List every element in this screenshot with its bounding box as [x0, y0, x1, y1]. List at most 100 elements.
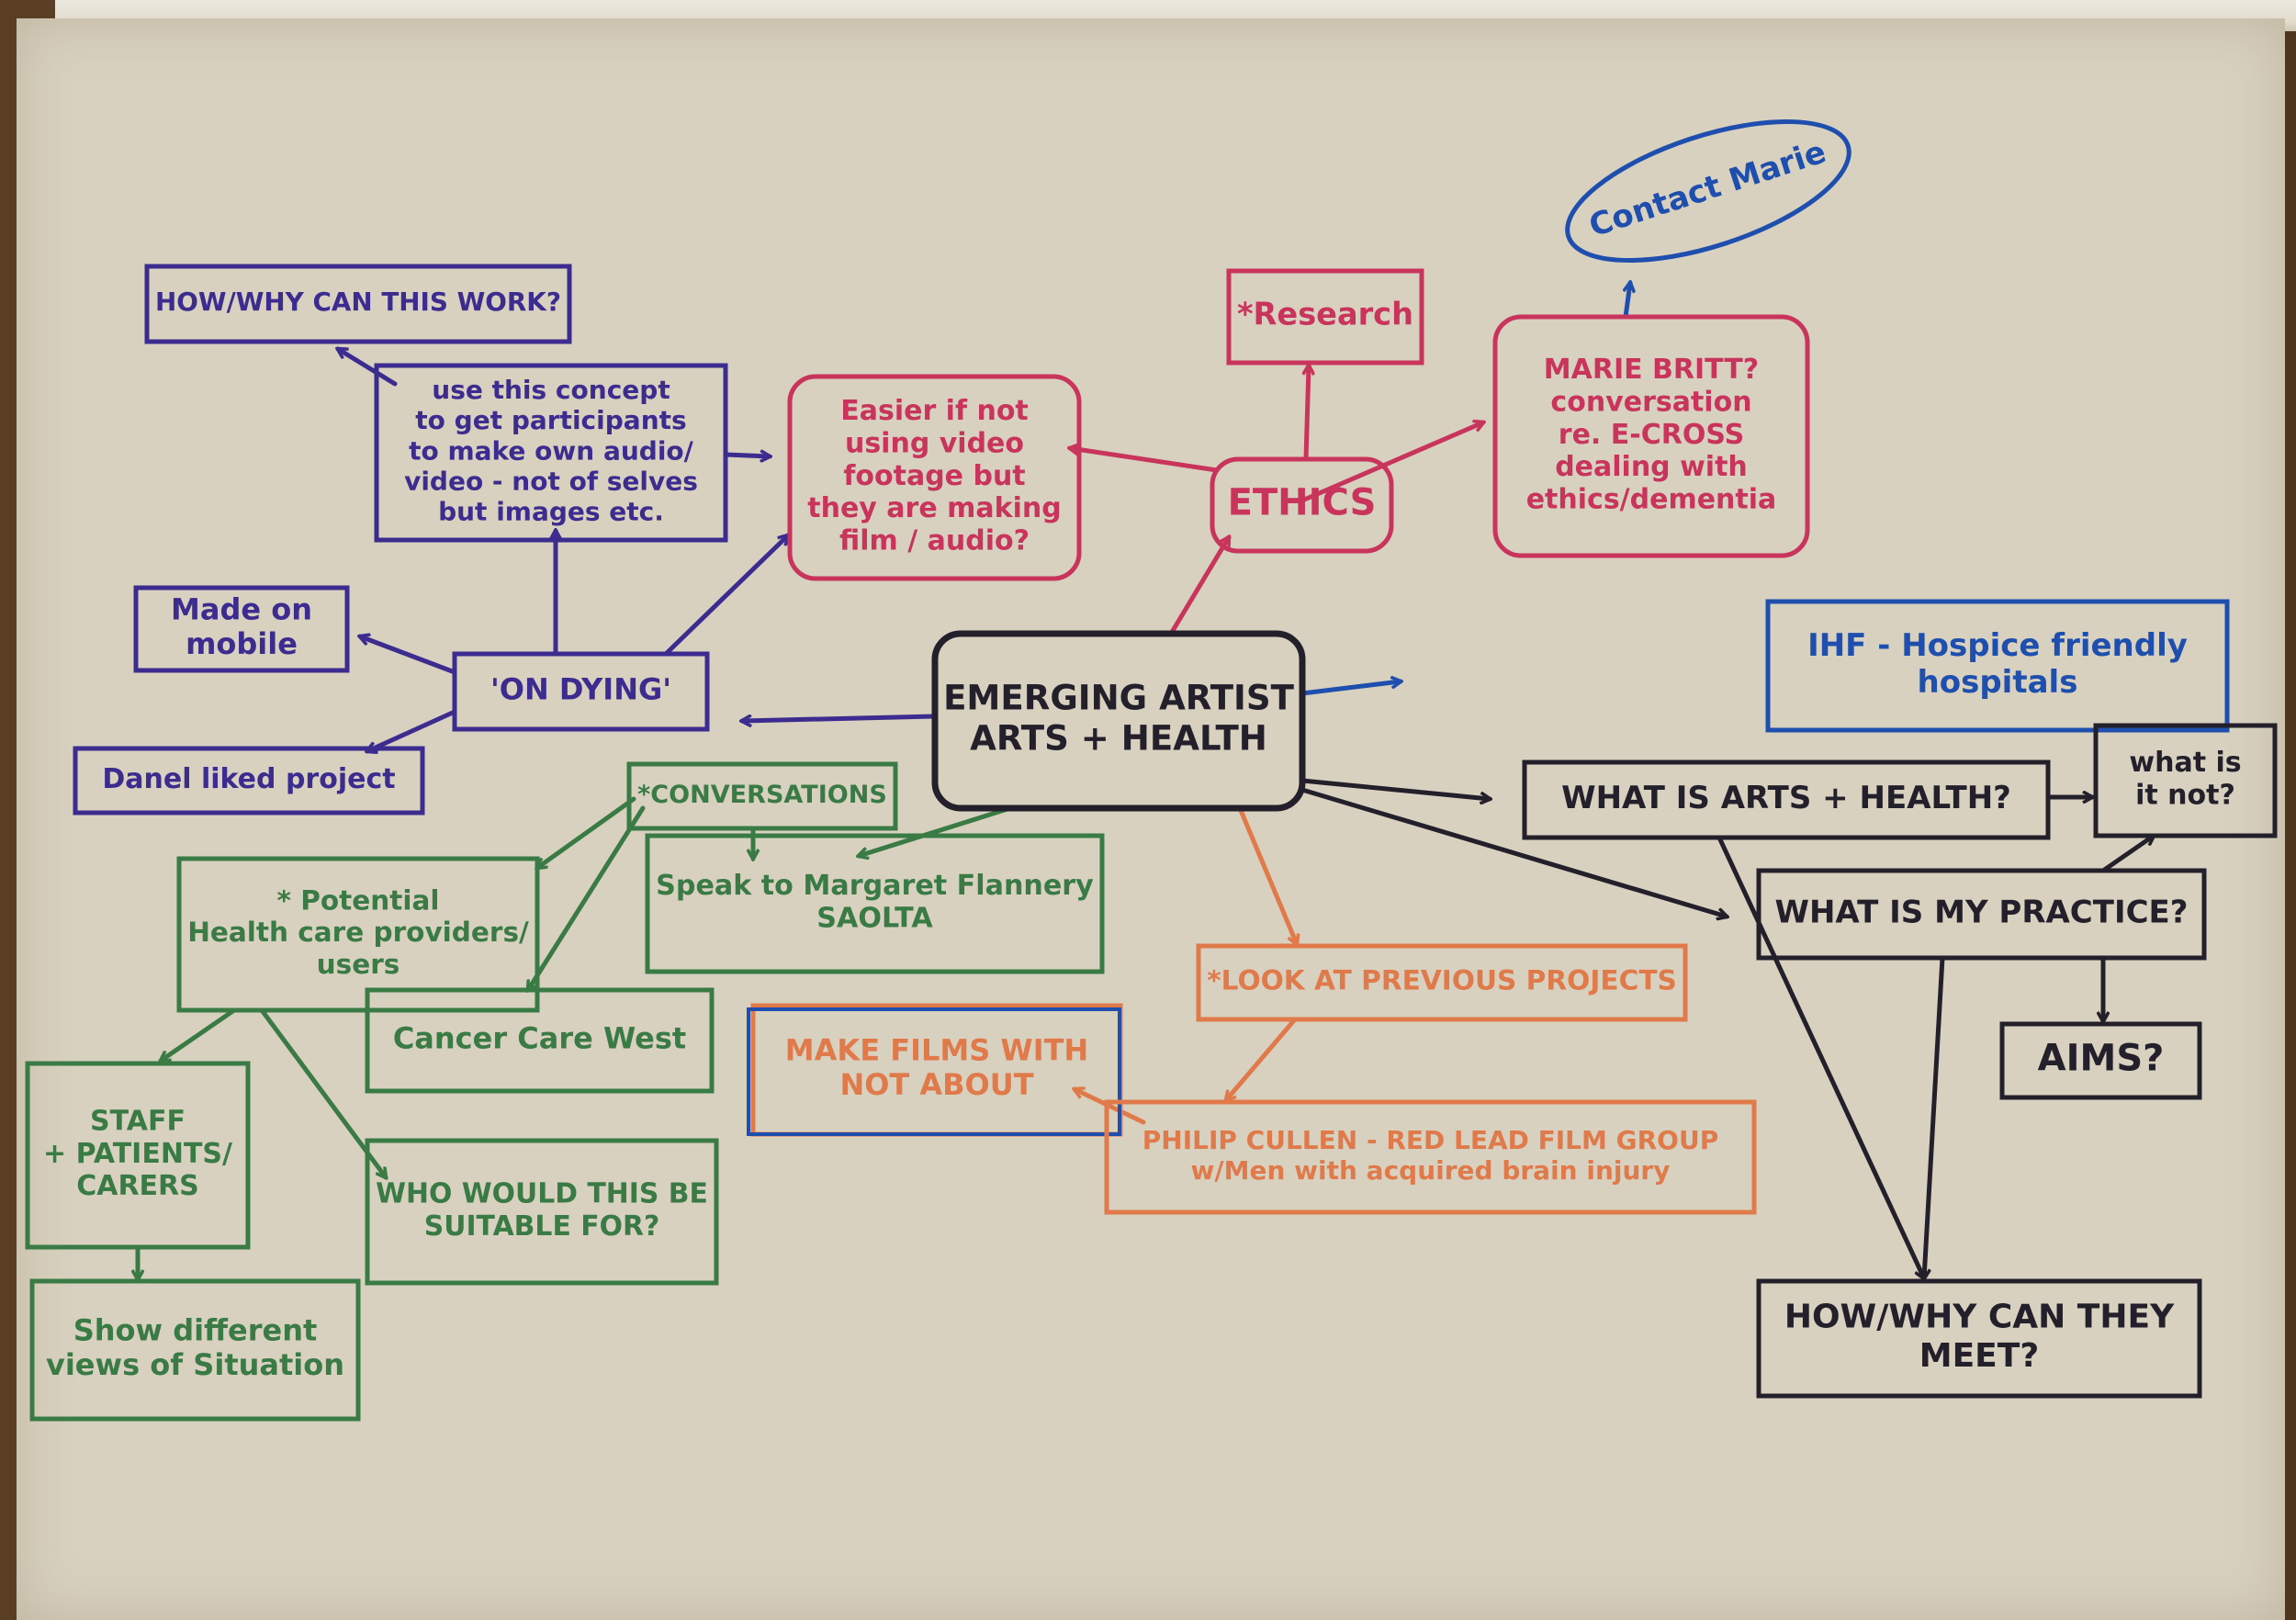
ihf-box — [1765, 599, 2230, 733]
show-views-line-2: views of Situation — [46, 1347, 344, 1382]
connector-arrow-15 — [1070, 448, 1220, 473]
potential-health-line-1: * Potential — [277, 884, 440, 916]
center-line-2: ARTS + HEALTH — [970, 719, 1267, 759]
staff-patients-line-2: + PATIENTS/ — [43, 1138, 232, 1170]
made-on-mobile-line-1: Made on — [171, 591, 312, 626]
connector-arrow-22 — [1924, 955, 1945, 1278]
look-previous-label: *LOOK AT PREVIOUS PROJECTS — [1207, 965, 1677, 996]
potential-health-line-3: users — [317, 949, 400, 980]
what-is-it-not-box — [2093, 723, 2278, 838]
ethics-box — [1210, 456, 1394, 554]
easier-if-not-line-4: they are making — [807, 492, 1061, 524]
on-dying-line-1: 'ON DYING' — [490, 671, 671, 706]
use-concept-line-2: to get participants — [415, 405, 686, 435]
easier-if-not-box — [787, 374, 1082, 581]
daniel-liked-box — [73, 746, 425, 816]
what-is-practice-box — [1756, 868, 2207, 961]
research-box — [1226, 268, 1424, 366]
marie-britt-line-1: MARIE BRITT? — [1544, 354, 1759, 386]
contact-marie-label: Contact Marie — [1585, 133, 1830, 244]
look-previous-line-1: *LOOK AT PREVIOUS PROJECTS — [1207, 965, 1677, 996]
use-concept-line-3: to make own audio/ — [409, 435, 694, 466]
speak-margaret-line-1: Speak to Margaret Flannery — [656, 870, 1094, 902]
speak-margaret-box — [645, 833, 1105, 974]
show-views-line-1: Show different — [73, 1312, 318, 1347]
philip-cullen-line-1: PHILIP CULLEN - RED LEAD FILM GROUP — [1142, 1125, 1718, 1155]
aims-line-1: AIMS? — [2038, 1037, 2165, 1079]
what-is-arts-line-1: WHAT IS ARTS + HEALTH? — [1561, 780, 2011, 816]
conversations-label: *CONVERSATIONS — [637, 781, 887, 809]
easier-if-not-line-5: film / audio? — [839, 525, 1030, 557]
connector-arrow-5 — [1168, 537, 1232, 636]
contact-marie-box — [1565, 118, 1851, 264]
daniel-liked-line-1: Danel liked project — [102, 763, 395, 795]
marie-britt-line-5: ethics/dementia — [1526, 484, 1777, 516]
daniel-liked-label: Danel liked project — [102, 763, 395, 795]
ethics-line-1: ETHICS — [1228, 481, 1377, 523]
made-on-mobile-box — [133, 585, 350, 673]
connector-arrow-10 — [367, 709, 457, 751]
philip-cullen-line-2: w/Men with acquired brain injury — [1191, 1155, 1671, 1186]
who-would-line-1: WHO WOULD THIS BE — [376, 1178, 708, 1210]
what-is-arts-box — [1522, 759, 2051, 840]
how-why-work-line-1: HOW/WHY CAN THIS WORK? — [155, 287, 561, 317]
paper-sheet — [17, 18, 2285, 1620]
connector-arrow-26 — [161, 1007, 237, 1061]
easier-if-not-line-2: using video — [845, 427, 1024, 459]
marie-britt-line-4: dealing with — [1555, 451, 1748, 483]
made-on-mobile-line-2: mobile — [186, 626, 298, 661]
what-is-practice-line-1: WHAT IS MY PRACTICE? — [1774, 894, 2188, 930]
connector-arrow-14 — [1300, 422, 1483, 503]
center-line-1: EMERGING ARTIST — [943, 679, 1295, 718]
what-is-it-not-line-2: it not? — [2135, 780, 2235, 812]
use-concept-line-1: use this concept — [432, 375, 670, 405]
make-films-line-2: NOT ABOUT — [839, 1067, 1033, 1102]
how-why-work-box — [144, 264, 572, 344]
connector-arrow-11 — [663, 535, 788, 657]
how-why-meet-box — [1756, 1278, 2202, 1399]
research-label: *Research — [1237, 297, 1413, 332]
connectors — [138, 283, 2154, 1279]
connector-arrow-19 — [2100, 836, 2154, 873]
node-boxes — [25, 118, 2278, 1422]
marie-britt-line-2: conversation — [1550, 386, 1751, 418]
easier-if-not-line-1: Easier if not — [840, 395, 1029, 427]
marie-britt-box — [1492, 314, 1810, 558]
center-box — [931, 630, 1306, 812]
connector-arrow-23 — [537, 796, 636, 868]
staff-patients-box — [25, 1061, 251, 1250]
ethics-label: ETHICS — [1228, 481, 1377, 523]
connector-arrow-29 — [1226, 1017, 1298, 1100]
staff-patients-line-1: STAFF — [90, 1105, 186, 1137]
marie-britt-line-3: re. E-CROSS — [1559, 419, 1744, 451]
philip-cullen-box — [1104, 1099, 1757, 1215]
conversations-line-1: *CONVERSATIONS — [637, 781, 887, 809]
cancer-care-line-1: Cancer Care West — [393, 1020, 686, 1055]
speak-margaret-line-2: SAOLTA — [816, 903, 933, 935]
what-is-it-not-line-1: what is — [2129, 747, 2241, 779]
connector-arrow-9 — [360, 636, 457, 675]
connector-arrow-6 — [1237, 805, 1297, 944]
staff-patients-label: STAFF+ PATIENTS/CARERS — [43, 1105, 232, 1202]
make-films-highlight-frame — [747, 1007, 1121, 1136]
contact-marie-line-1: Contact Marie — [1585, 133, 1830, 244]
connector-arrow-7 — [859, 805, 1013, 856]
connector-arrow-2 — [1300, 787, 1727, 917]
who-would-line-2: SUITABLE FOR? — [424, 1210, 660, 1243]
cancer-care-box — [365, 987, 715, 1094]
connector-arrow-12 — [723, 455, 770, 456]
